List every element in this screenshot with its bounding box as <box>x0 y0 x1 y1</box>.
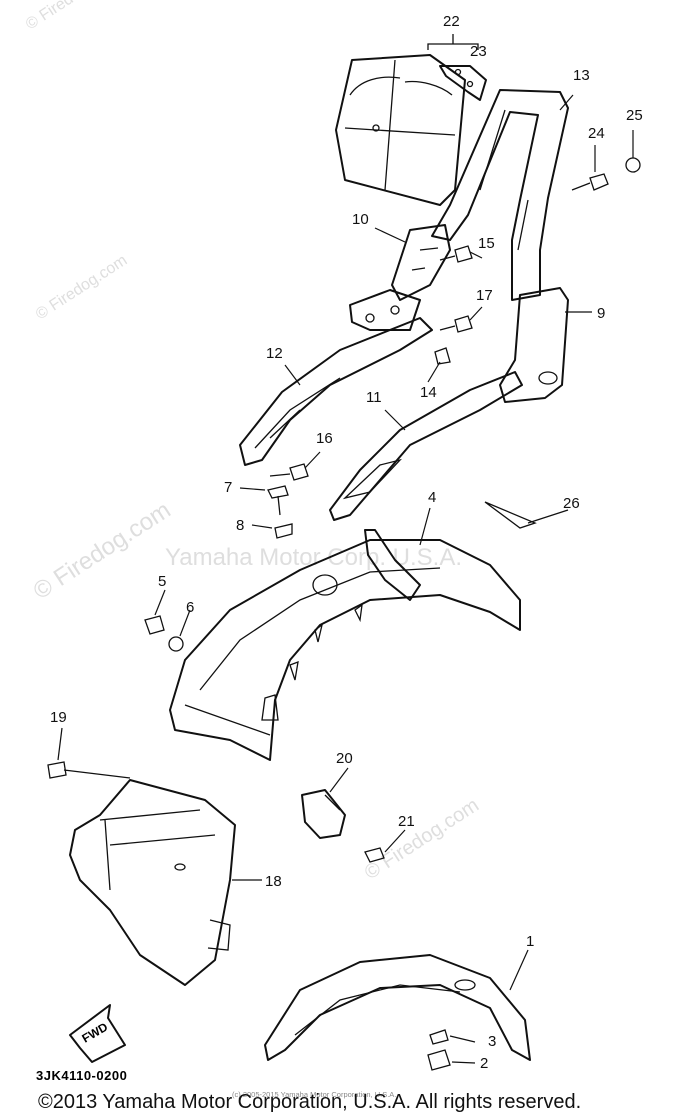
callout-24: 24 <box>588 125 605 142</box>
callout-22: 22 <box>443 13 460 30</box>
bolt-15 <box>439 245 473 263</box>
sissy-bar-frame <box>431 89 569 301</box>
callout-5: 5 <box>158 573 166 590</box>
callout-10: 10 <box>352 211 369 228</box>
callout-16: 16 <box>316 430 333 447</box>
callout-4: 4 <box>428 489 436 506</box>
reflector-26 <box>484 501 537 529</box>
callout-labels: 22 23 13 25 24 10 15 9 17 12 14 11 16 7 … <box>50 13 643 1072</box>
inner-fender-housing <box>69 779 236 986</box>
backrest-bracket <box>439 65 487 101</box>
bolt-21 <box>364 847 385 863</box>
copyright-notice: ©2013 Yamaha Motor Corporation, U.S.A. A… <box>38 1091 582 1113</box>
forward-arrow: FWD <box>69 1004 126 1063</box>
diagram-code: 3JK4110-0200 <box>36 1068 128 1083</box>
grab-rail-left <box>239 317 433 466</box>
hardware <box>47 157 641 1071</box>
callout-6: 6 <box>186 599 194 616</box>
callout-9: 9 <box>597 305 605 322</box>
callout-8: 8 <box>236 517 244 534</box>
leader-lines <box>57 94 634 1064</box>
bolt-14 <box>434 347 451 365</box>
callout-7: 7 <box>224 479 232 496</box>
washer-3 <box>429 1029 449 1045</box>
callout-1: 1 <box>526 933 534 950</box>
callout-14: 14 <box>420 384 437 401</box>
bracket-20 <box>301 789 346 839</box>
watermark-yamaha: Yamaha Motor Corp. U.S.A. <box>165 544 462 571</box>
bolt-19 <box>47 761 131 779</box>
callout-13: 13 <box>573 67 590 84</box>
callout-25: 25 <box>626 107 643 124</box>
front-fender <box>264 954 531 1061</box>
callout-11: 11 <box>366 389 382 406</box>
side-plate-left <box>391 224 451 301</box>
callout-17: 17 <box>476 287 493 304</box>
mounting-bracket <box>349 289 421 331</box>
callout-3: 3 <box>488 1033 496 1050</box>
nut-6 <box>168 636 184 652</box>
grab-rail-right <box>329 371 523 521</box>
callout-19: 19 <box>50 709 67 726</box>
watermark-firedog-1: © Firedog.com <box>29 496 176 605</box>
callout-2: 2 <box>480 1055 488 1072</box>
bolt-16 <box>269 463 309 481</box>
callout-12: 12 <box>266 345 283 362</box>
watermark-firedog-2: © Firedog.com <box>33 252 130 324</box>
rear-fender <box>169 529 521 761</box>
washer-8 <box>274 523 293 539</box>
callout-21: 21 <box>398 813 415 830</box>
callout-23: 23 <box>470 43 487 60</box>
small-credit: (c) 2005-2015 Yamaha Motor Corporation, … <box>232 1090 397 1099</box>
bolt-24 <box>571 173 609 191</box>
callout-26: 26 <box>563 495 580 512</box>
bolt-2 <box>427 1049 451 1071</box>
bolt-5 <box>144 615 165 635</box>
nut-25 <box>625 157 641 173</box>
bolt-17 <box>439 315 473 333</box>
callout-15: 15 <box>478 235 495 252</box>
side-plate-right <box>499 287 569 403</box>
bolt-7 <box>267 485 289 516</box>
watermark-firedog-4: © Firedog.com <box>23 0 120 33</box>
callout-18: 18 <box>265 873 282 890</box>
callout-20: 20 <box>336 750 353 767</box>
watermark-firedog-3: © Firedog.com <box>361 794 483 884</box>
backrest-pad <box>335 34 479 206</box>
